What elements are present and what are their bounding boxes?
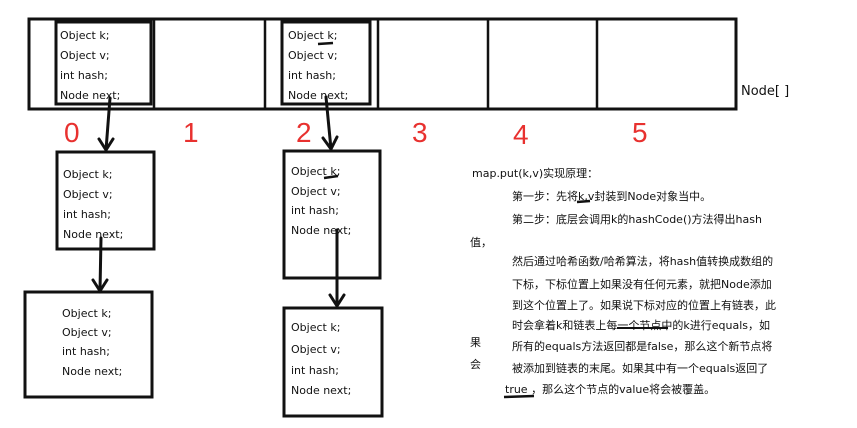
array-node-0 — [54, 20, 153, 106]
explanation-step2: 第二步：底层会调用k的hashCode()方法得出hash — [512, 213, 762, 226]
field-hash: int hash; — [288, 69, 336, 82]
field-hash: int hash; — [63, 208, 111, 221]
chain-node-2-2 — [282, 306, 384, 418]
field-next: Node next; — [291, 384, 352, 397]
field-hash: int hash; — [62, 345, 110, 358]
field-hash: int hash; — [291, 364, 339, 377]
explanation-line: 到这个位置上了。如果说下标对应的位置上有链表，此 — [512, 299, 776, 312]
underline-mark — [317, 41, 334, 46]
field-next: Node next; — [60, 89, 121, 102]
arrow-0-to-chain — [97, 96, 115, 153]
index-label-1: 1 — [183, 117, 199, 148]
field-object-v: Object v; — [60, 49, 110, 62]
explanation-line: true ，那么这个节点的value将会被覆盖。 — [505, 383, 716, 396]
field-object-k: Object k; — [291, 321, 341, 334]
explanation-step1: 第一步：先将k,v封装到Node对象当中。 — [512, 190, 712, 203]
field-object-k: Object k; — [60, 29, 110, 42]
underline-mark — [323, 174, 339, 180]
index-label-4: 4 — [513, 119, 529, 150]
explanation-line: 所有的equals方法返回都是false，那么这个新节点将 — [512, 340, 773, 353]
index-label-3: 3 — [412, 117, 428, 148]
field-object-v: Object v; — [291, 185, 341, 198]
field-object-k: Object k; — [291, 165, 341, 178]
field-object-v: Object v; — [291, 343, 341, 356]
field-hash: int hash; — [291, 204, 339, 217]
index-label-2: 2 — [296, 117, 312, 148]
chain-node-0-2 — [23, 290, 154, 399]
field-object-k: Object k; — [288, 29, 338, 42]
field-object-v: Object v; — [63, 188, 113, 201]
index-label-0: 0 — [64, 117, 80, 148]
arrow-chain0-next — [91, 236, 109, 294]
field-next: Node next; — [288, 89, 349, 102]
field-object-v: Object v; — [288, 49, 338, 62]
explanation-side-char: 果 — [470, 336, 481, 349]
explanation-line: 下标，下标位置上如果没有任何元素，就把Node添加 — [512, 278, 772, 291]
arrow-2-to-chain — [321, 95, 339, 152]
field-hash: int hash; — [60, 69, 108, 82]
explanation-line: 时会拿着k和链表上每一个节点中的k进行equals，如 — [512, 319, 770, 332]
node-array — [27, 17, 738, 111]
field-next: Node next; — [291, 224, 352, 237]
field-object-k: Object k; — [62, 307, 112, 320]
field-object-k: Object k; — [63, 168, 113, 181]
field-next: Node next; — [63, 228, 124, 241]
explanation-line: 被添加到链表的末尾。如果其中有一个equals返回了 — [512, 362, 769, 375]
arrow-chain2-next — [328, 228, 346, 309]
field-next: Node next; — [62, 365, 123, 378]
explanation-step2-cont: 值， — [470, 236, 492, 249]
array-label: Node[ ] — [741, 84, 790, 99]
chain-node-2-1 — [282, 149, 382, 280]
underline-mark — [503, 394, 535, 399]
explanation-line: 然后通过哈希函数/哈希算法，将hash值转换成数组的 — [512, 255, 774, 268]
explanation-side-char: 会 — [470, 358, 481, 371]
field-object-v: Object v; — [62, 326, 112, 339]
explanation-title: map.put(k,v)实现原理： — [472, 167, 599, 180]
index-label-5: 5 — [632, 117, 648, 148]
underline-mark — [576, 199, 591, 204]
